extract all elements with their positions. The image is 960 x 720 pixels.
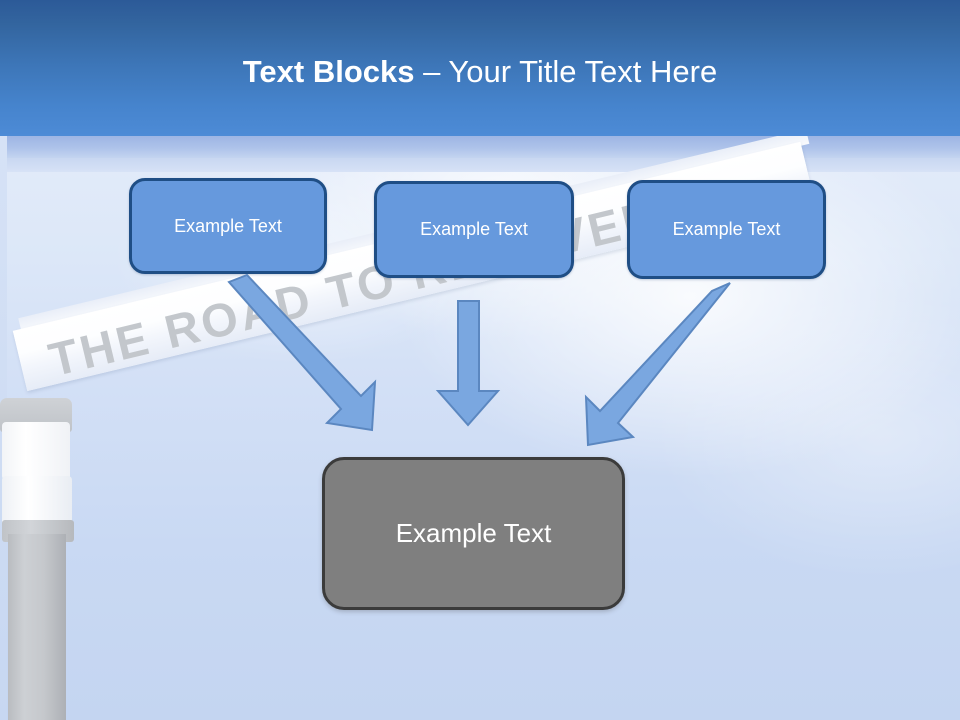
sky-band-lower bbox=[0, 158, 960, 172]
result-text-block[interactable]: Example Text bbox=[322, 457, 625, 610]
text-block-2-label: Example Text bbox=[420, 219, 528, 239]
text-block-3[interactable]: Example Text bbox=[627, 180, 826, 279]
text-block-1-label: Example Text bbox=[174, 215, 282, 236]
page-title-bold-part: Text Blocks bbox=[242, 54, 415, 89]
sign-cap bbox=[0, 398, 72, 432]
text-block-3-label: Example Text bbox=[672, 219, 781, 239]
text-block-1[interactable]: Example Text bbox=[129, 178, 327, 274]
text-block-2[interactable]: Example Text bbox=[374, 181, 574, 278]
sign-collar-upper bbox=[2, 422, 70, 480]
sign-collar-lower bbox=[2, 476, 72, 540]
page-title: Text Blocks – Your Title Text Here bbox=[0, 52, 960, 92]
sign-post-base bbox=[2, 520, 74, 542]
sky-band-upper bbox=[0, 136, 960, 158]
title-bar: Text Blocks – Your Title Text Here bbox=[0, 0, 960, 136]
photo-left-edge-strip bbox=[0, 136, 7, 720]
result-text-block-label: Example Text bbox=[395, 518, 552, 548]
sign-post bbox=[8, 534, 66, 720]
page-title-regular-part: – Your Title Text Here bbox=[414, 54, 718, 89]
